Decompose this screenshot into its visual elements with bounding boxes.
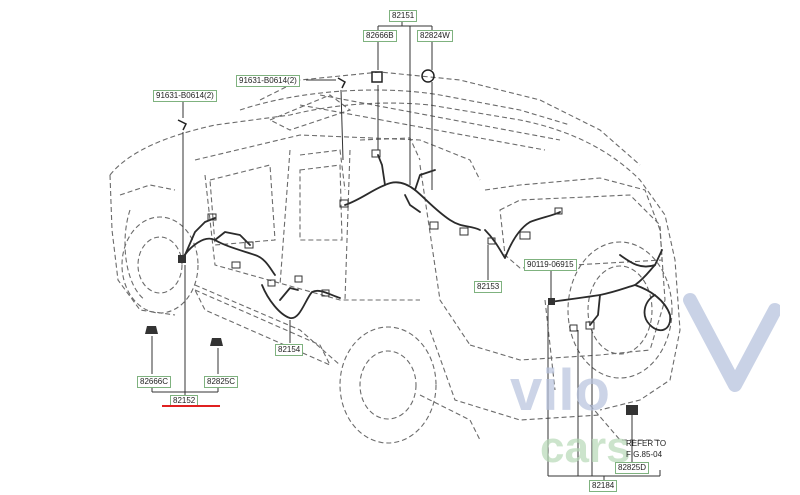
label-90119: 90119-06915	[524, 259, 577, 271]
wire-harness-82184	[548, 249, 672, 415]
label-82154: 82154	[275, 344, 304, 356]
watermark-logo: vilo cars	[510, 293, 780, 470]
label-82666b: 82666B	[363, 30, 397, 42]
watermark-text-top: vilo	[510, 358, 610, 423]
label-82184: 82184	[589, 480, 618, 492]
leader-lines	[151, 20, 661, 480]
wire-harness-82151	[339, 149, 481, 236]
label-82825c: 82825C	[204, 376, 239, 388]
part-icons	[145, 69, 435, 346]
label-fig-85-04: FIG.85-04	[626, 450, 663, 459]
wire-harness-82152	[178, 213, 276, 276]
vehicle-body	[109, 71, 681, 444]
label-82824w: 82824W	[417, 30, 453, 42]
label-82151: 82151	[389, 10, 418, 22]
label-82666c: 82666C	[137, 376, 172, 388]
label-refer-to: REFER TO	[626, 439, 667, 448]
label-82153: 82153	[474, 281, 503, 293]
wire-harness-82153	[484, 207, 563, 259]
label-91631-left: 91631-B0614(2)	[153, 90, 217, 102]
highlight-underline	[162, 405, 220, 407]
wire-harness-82154	[261, 275, 341, 319]
label-91631-top: 91631-B0614(2)	[236, 75, 300, 87]
label-82825d: 82825D	[615, 462, 650, 474]
